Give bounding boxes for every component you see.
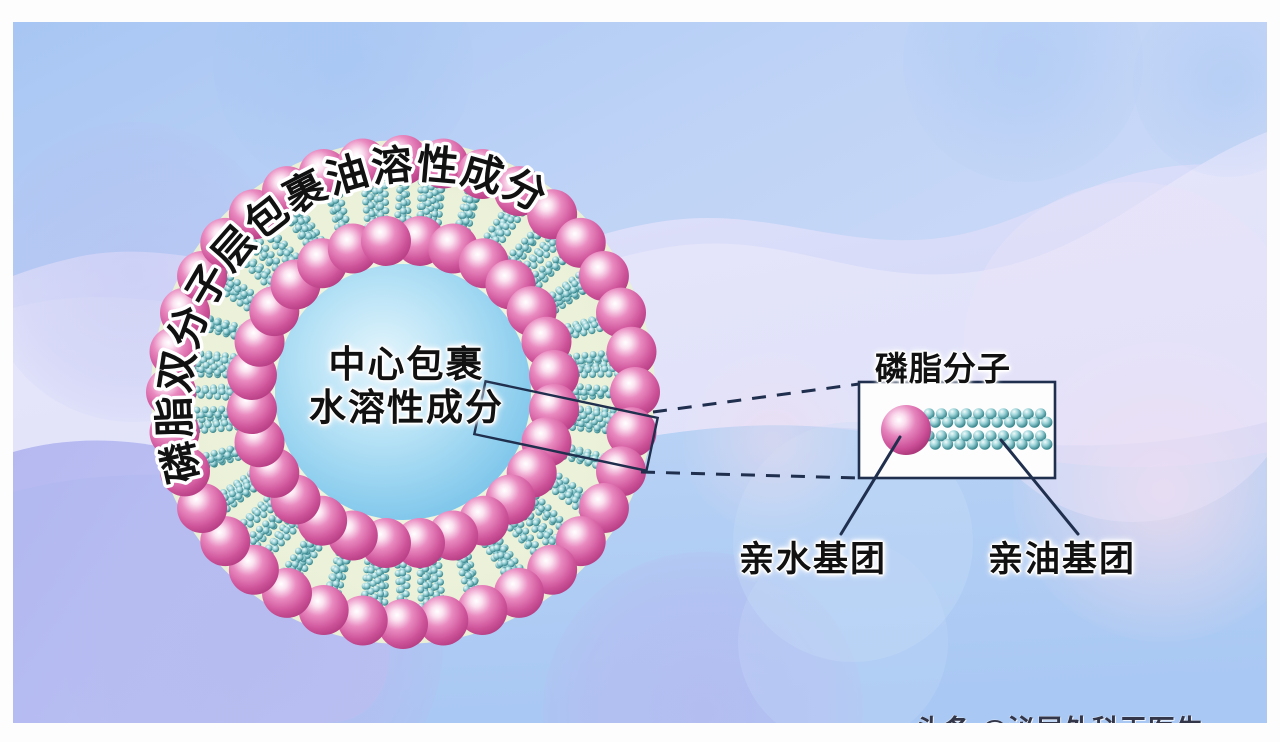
bg-blob-9 <box>1013 342 1267 642</box>
bg-blob-8 <box>738 537 948 723</box>
detail-panel-title: 磷脂分子 <box>875 350 1011 387</box>
bg-blob-10 <box>683 352 863 532</box>
lipophilic-group-label: 亲油基团 <box>988 540 1137 579</box>
core-label: 中心包裹 水溶性成分 <box>309 344 504 429</box>
core-label-line1: 中心包裹 <box>328 344 485 385</box>
bg-blob-6 <box>1133 22 1267 177</box>
core-label-line2: 水溶性成分 <box>309 386 504 428</box>
bg-blob-5 <box>903 22 1143 182</box>
artwork-area: 磷脂双分子层包裹油溶性成分 磷脂双分子层包裹油溶性成分 中心包裹 水溶性成分 磷… <box>13 22 1267 723</box>
hydrophilic-group-label: 亲水基团 <box>739 540 888 579</box>
background-shapes <box>13 22 1267 723</box>
watermark: 头条 @泌尿外科王医生 <box>916 708 1204 723</box>
